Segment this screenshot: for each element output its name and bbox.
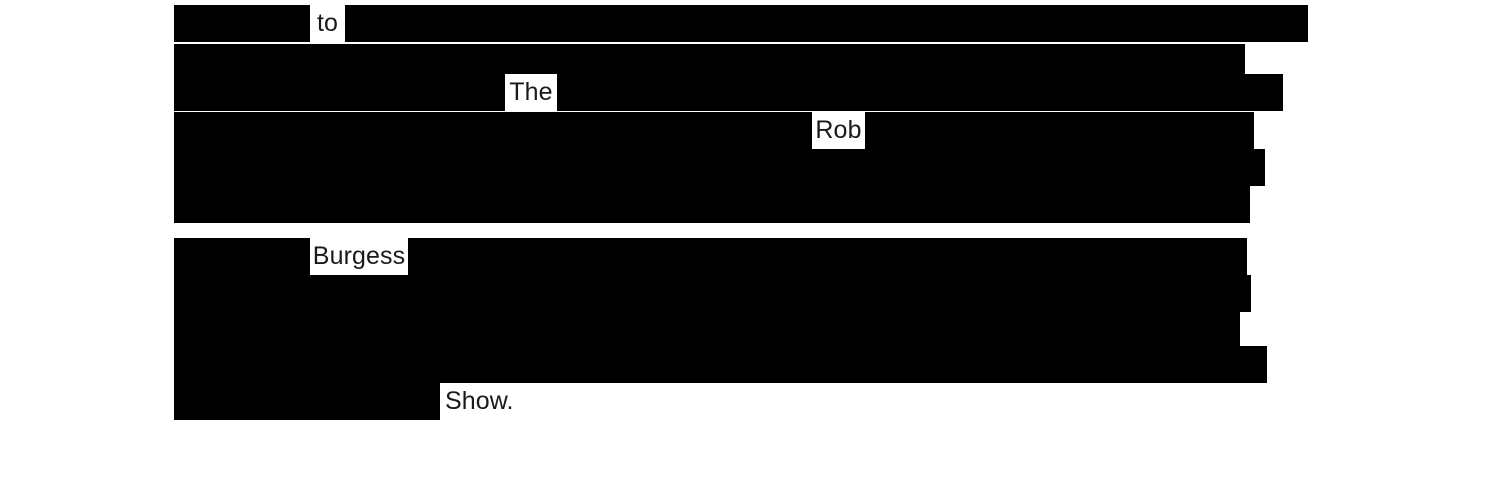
redacted-line-1: to [174, 5, 1308, 42]
redaction-bar [865, 112, 1254, 149]
redacted-line-4: Rob [174, 112, 1254, 149]
visible-text: Rob [812, 112, 865, 149]
visible-text: Show. [440, 383, 514, 420]
redaction-bar [174, 74, 505, 111]
redacted-line-11: Show. [174, 383, 514, 420]
redaction-bar [408, 238, 1247, 275]
redaction-bar [174, 186, 1250, 223]
redaction-bar [174, 238, 310, 275]
redaction-bar [174, 149, 1265, 186]
redacted-line-9 [174, 311, 1240, 348]
visible-text: The [505, 74, 557, 111]
redacted-line-7: Burgess [174, 238, 1247, 275]
redacted-line-3: The [174, 74, 1283, 111]
redaction-bar [174, 275, 1251, 312]
redaction-bar [174, 5, 310, 42]
redaction-bar [557, 74, 1283, 111]
redacted-line-5 [174, 149, 1265, 186]
visible-text: Burgess [310, 238, 408, 275]
redaction-bar [345, 5, 1308, 42]
visible-text: to [310, 5, 345, 42]
redacted-line-8 [174, 275, 1251, 312]
redaction-bar [174, 112, 812, 149]
redaction-bar [174, 383, 440, 420]
redaction-bar [174, 311, 1240, 348]
redacted-line-10 [174, 346, 1267, 383]
redaction-bar [174, 346, 1267, 383]
redacted-line-6 [174, 186, 1250, 223]
